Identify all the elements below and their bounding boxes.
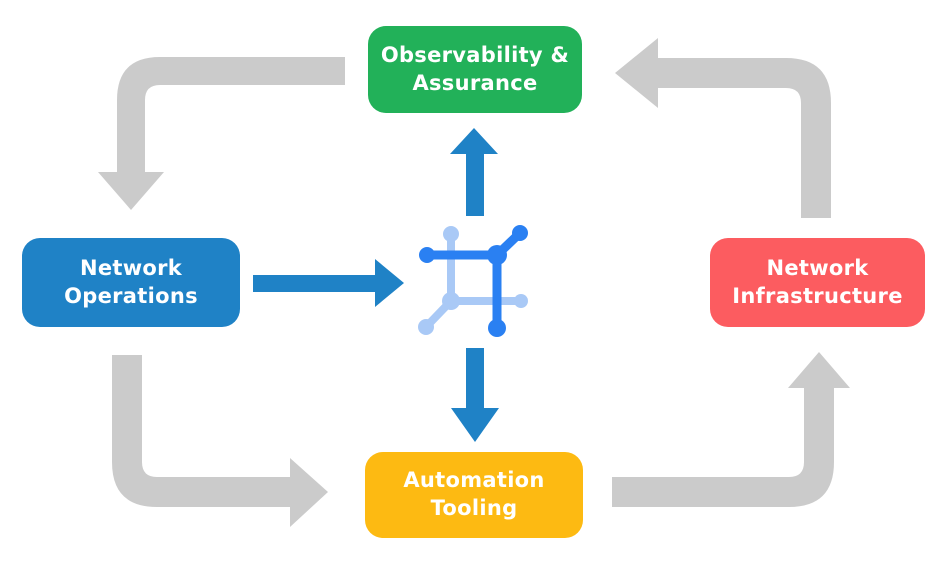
arrow-observability-to-operations	[98, 57, 345, 210]
network-nodes-icon	[415, 222, 533, 340]
arrow-operations-to-automation	[112, 355, 328, 527]
node-infrastructure-label: Network Infrastructure	[732, 255, 903, 308]
arrow-infrastructure-to-observability	[615, 38, 831, 218]
arrow-operations-to-center	[253, 259, 404, 307]
node-observability-assurance: Observability & Assurance	[368, 26, 582, 113]
node-automation-label: Automation Tooling	[403, 468, 545, 520]
node-network-operations: Network Operations	[22, 238, 240, 327]
icon-bright-dots	[419, 225, 528, 337]
arrow-center-to-automation	[451, 348, 499, 442]
arrow-center-to-observability	[450, 128, 498, 216]
node-automation-tooling: Automation Tooling	[365, 452, 583, 538]
node-observability-label: Observability & Assurance	[380, 42, 570, 95]
icon-light-dots	[418, 226, 528, 335]
arrow-automation-to-infrastructure	[612, 352, 850, 507]
node-network-infrastructure: Network Infrastructure	[710, 238, 925, 327]
node-operations-label: Network Operations	[64, 255, 198, 308]
